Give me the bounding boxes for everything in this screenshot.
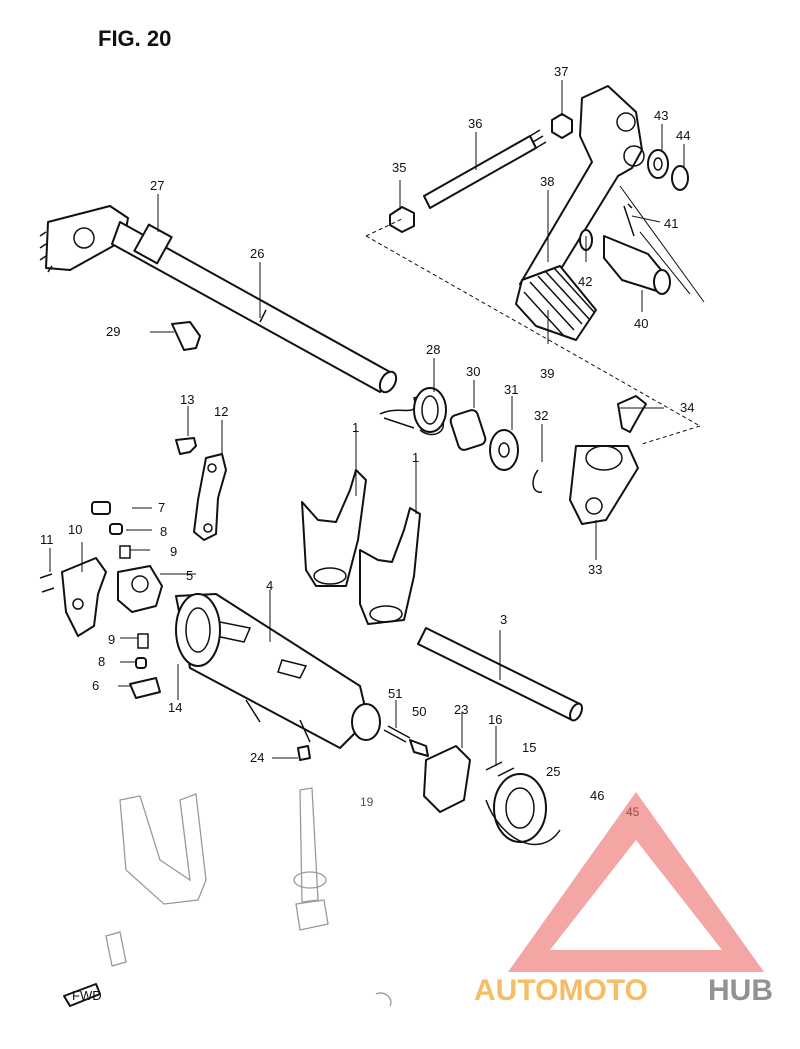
- assembly-guide-lines: [365, 185, 705, 445]
- callout-9b: 9: [108, 632, 115, 647]
- callout-51: 51: [388, 686, 402, 701]
- callout-10: 10: [68, 522, 82, 537]
- callout-16: 16: [488, 712, 502, 727]
- cam-pins: [297, 725, 429, 761]
- figure-title: FIG. 20: [98, 26, 171, 51]
- callout-5: 5: [186, 568, 193, 583]
- callout-leader-lines: [49, 80, 685, 766]
- callout-50: 50: [412, 704, 426, 719]
- callout-43: 43: [654, 108, 668, 123]
- callout-29: 29: [106, 324, 120, 339]
- callout-15: 15: [522, 740, 536, 755]
- cam-stopper-plate: [171, 321, 227, 541]
- gearshift-cam: [175, 593, 381, 749]
- callout-19: 19: [360, 795, 374, 809]
- cam-driven-gear: [423, 745, 561, 846]
- callout-31: 31: [504, 382, 518, 397]
- callout-1b: 1: [412, 450, 419, 465]
- gearshift-lever: [515, 85, 645, 341]
- callout-25: 25: [546, 764, 560, 779]
- callout-13: 13: [180, 392, 194, 407]
- callout-9a: 9: [170, 544, 177, 559]
- callout-36: 36: [468, 116, 482, 131]
- watermark: AUTOMOTO HUB: [474, 792, 773, 1007]
- callout-3: 3: [500, 612, 507, 627]
- callout-34: 34: [680, 400, 694, 415]
- callout-27: 27: [150, 178, 164, 193]
- fwd-label: FWD: [72, 988, 102, 1003]
- callout-26: 26: [250, 246, 264, 261]
- shift-lever-shaft: [389, 113, 573, 233]
- callout-39: 39: [540, 366, 554, 381]
- watermark-logo-icon: [508, 792, 764, 972]
- callout-8b: 8: [98, 654, 105, 669]
- callout-28: 28: [426, 342, 440, 357]
- callout-24: 24: [250, 750, 264, 765]
- callout-30: 30: [466, 364, 480, 379]
- cam-stopper-parts: [39, 501, 163, 699]
- gearshift-shaft: [39, 205, 398, 394]
- callout-6: 6: [92, 678, 99, 693]
- callout-42: 42: [578, 274, 592, 289]
- shaft-spring-set: [379, 387, 543, 493]
- watermark-brand-a: AUTOMOTO: [474, 974, 648, 1007]
- callout-37: 37: [554, 64, 568, 79]
- shift-arm: [569, 395, 647, 525]
- shift-forks: [301, 469, 421, 625]
- callout-35: 35: [392, 160, 406, 175]
- callout-44: 44: [676, 128, 690, 143]
- callout-46: 46: [590, 788, 604, 803]
- callout-1a: 1: [352, 420, 359, 435]
- callout-32: 32: [534, 408, 548, 423]
- callout-14: 14: [168, 700, 182, 715]
- callout-38: 38: [540, 174, 554, 189]
- callout-4: 4: [266, 578, 273, 593]
- watermark-brand-b: HUB: [708, 974, 773, 1007]
- callout-11: 11: [40, 532, 54, 547]
- callout-8a: 8: [160, 524, 167, 539]
- callout-labels: 1 1 3 4 5 6 7 8 8 9 9 10 11 12 13 14 15 …: [40, 64, 694, 819]
- callout-40: 40: [634, 316, 648, 331]
- faded-lower-parts: [105, 787, 392, 1007]
- callout-12: 12: [214, 404, 228, 419]
- forward-direction-arrow: FWD: [63, 983, 102, 1007]
- callout-23: 23: [454, 702, 468, 717]
- callout-7: 7: [158, 500, 165, 515]
- fork-shaft: [417, 627, 583, 722]
- callout-41: 41: [664, 216, 678, 231]
- callout-45: 45: [626, 805, 640, 819]
- callout-33: 33: [588, 562, 602, 577]
